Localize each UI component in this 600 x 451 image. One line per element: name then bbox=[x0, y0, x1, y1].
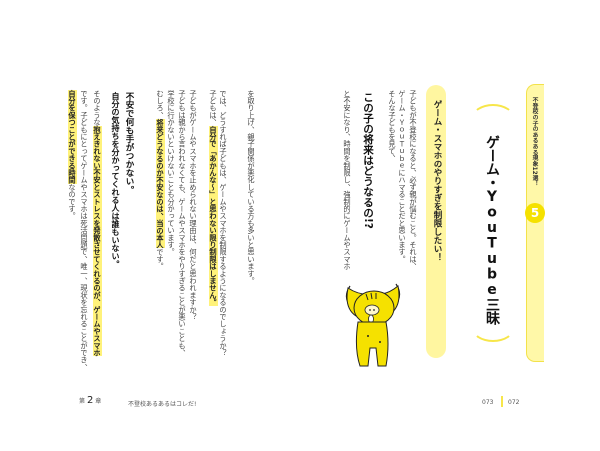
page-number-left: 072 bbox=[508, 399, 520, 406]
body-line: そのような抱えきれない不安とストレスを発散させてくれるのが、ゲームやスマホ bbox=[93, 90, 102, 357]
heading-nobody-understands: 自分の気持ちを分かってくれる人は誰もいない。 bbox=[111, 92, 120, 268]
body-line: 子どもが不登校になると、必ず親が悩むこと。それは、 bbox=[409, 90, 418, 270]
subtitle-text: ゲーム・スマホのやりすぎを制限したい！ bbox=[432, 100, 442, 262]
body-line: むしろ、将来どうなるのか不安なのは、当の本人です。 bbox=[156, 90, 165, 271]
chapter-prefix: 第 bbox=[79, 398, 86, 405]
subtitle-bar bbox=[426, 85, 446, 358]
section-number-badge: 5 bbox=[525, 203, 545, 223]
body-line: です。子どもにとってゲームやスマホは死活問題で、唯一、現状を忘れることができ、 bbox=[80, 90, 89, 371]
body-line: ゲーム・ＹｏｕＴｕｂｅにハマることだと思います。 bbox=[398, 90, 407, 263]
worried-boar-character-illustration bbox=[345, 283, 401, 367]
body-line: では、どうすれば子どもは、ゲームやスマホを制限するようになるのでしょうか？ bbox=[219, 90, 228, 357]
highlighted-text: 将来どうなるのか不安なのは、当の本人 bbox=[156, 118, 165, 249]
chapter-number: 2 bbox=[86, 395, 94, 406]
chapter-title: 不登校あるあるはコレだ! bbox=[128, 401, 197, 408]
highlighted-text: 自分を保つことができる時間 bbox=[68, 90, 77, 184]
text: です。 bbox=[156, 248, 165, 271]
title-arc-top bbox=[471, 104, 515, 134]
body-line: そんな子どもを見て、 bbox=[388, 90, 397, 162]
heading-anxiety: 不安で何も手がつかない。 bbox=[124, 92, 134, 194]
body-line: 自分を保つことができる時間なのです。 bbox=[68, 90, 77, 220]
chapter-label: 第 2 章 bbox=[79, 395, 101, 406]
body-line: を取り上げ、親子関係が悪化している方も多いと思います。 bbox=[247, 90, 256, 285]
chapter-suffix: 章 bbox=[95, 398, 102, 405]
body-line: 子どもがゲームやスマホを止められない理由は、何だと思われますか？ bbox=[189, 90, 198, 321]
text: なのです。 bbox=[68, 183, 77, 220]
text: そのような bbox=[93, 90, 102, 126]
page-divider bbox=[501, 396, 503, 407]
title-arc-bottom bbox=[471, 312, 515, 342]
body-line: 子どもは親から言われなくても、ゲームやスマホをやりすぎることが悪いことも、 bbox=[178, 90, 187, 357]
highlighted-text: 抱えきれない不安とストレスを発散させてくれるのが、ゲームやスマホ bbox=[93, 126, 102, 357]
page-number-right: 073 bbox=[482, 399, 494, 406]
chapter-side-tab bbox=[526, 84, 544, 362]
page-title: ゲーム・YouTube三昧 bbox=[484, 135, 500, 325]
body-line: 学校に行かないといけないことも分かっています。 bbox=[167, 90, 176, 256]
body-line: と不安になり、時間を制限し、強制的にゲームやスマホ bbox=[343, 90, 352, 270]
heading-future: この子の将来はどうなるの!? bbox=[362, 92, 374, 229]
text: 子どもは、 bbox=[209, 90, 218, 126]
body-line: 子どもは、自分で「あかんな〜」と思わない限り制限はしません。 bbox=[209, 90, 218, 306]
series-label: 不登校の子のあるある現象12選！ bbox=[531, 97, 537, 187]
highlighted-text: 自分で「あかんな〜」と思わない限り制限はしません。 bbox=[209, 126, 218, 306]
text: むしろ、 bbox=[156, 90, 165, 119]
